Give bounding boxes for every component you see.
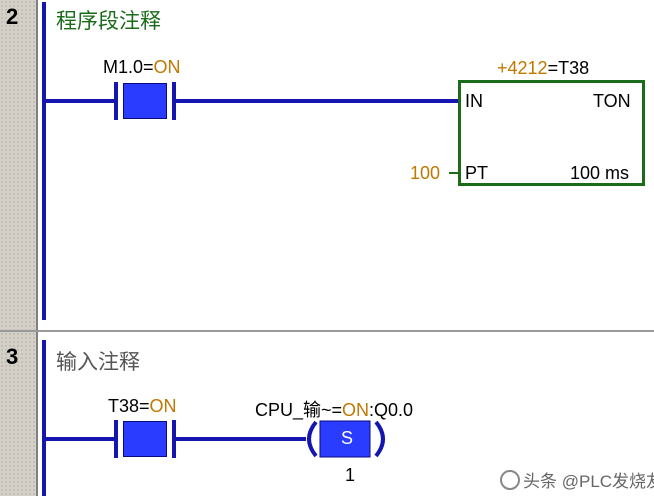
power-rail-3 [42,340,46,496]
coil-fill [319,420,371,458]
contact-m1-left-bar [114,82,118,120]
timer-pt-label: PT [465,163,489,183]
coil-address: :Q0.0 [369,400,414,420]
network-3-number[interactable]: 3 [6,344,19,369]
set-coil[interactable] [298,418,394,460]
timer-pt-wire [449,172,461,174]
timer-ton-box[interactable] [458,80,645,186]
timer-resolution: 100 ms [570,163,630,183]
wire-m1-to-timer [176,99,458,103]
contact-m1-state: ON [153,57,181,77]
timer-current-value: +4212 [497,58,548,78]
network-2-title[interactable]: 程序段注释 [56,10,161,33]
coil-right-paren [374,420,385,458]
contact-m1[interactable] [123,83,167,119]
wire-left-m1 [46,99,114,103]
contact-t38-right-bar [172,420,176,458]
timer-pt-value[interactable]: 100 [410,163,441,183]
coil-letter: S [341,428,354,448]
network-2-gutter [0,0,36,330]
coil-count[interactable]: 1 [345,465,356,485]
timer-in-label: IN [465,91,483,111]
contact-t38-left-bar [114,420,118,458]
coil-label: CPU_输~=ON:Q0.0 [255,396,413,422]
timer-type-label: TON [593,91,631,111]
watermark-icon [500,470,520,490]
wire-t38-to-coil [176,437,306,441]
network-2-number[interactable]: 2 [6,4,19,29]
gutter-separator-3 [36,332,38,496]
contact-m1-address: M1.0= [103,57,154,77]
watermark: 头条 @PLC发烧友 [500,467,654,492]
coil-left-paren [307,420,318,458]
contact-t38[interactable] [123,421,167,457]
contact-m1-right-bar [172,82,176,120]
coil-symbol: CPU_输~= [255,400,343,420]
gutter-separator [36,0,38,330]
timer-label: +4212=T38 [497,58,589,79]
network-3-title[interactable]: 输入注释 [56,351,140,374]
contact-m1-label: M1.0=ON [103,57,181,78]
contact-t38-label: T38=ON [108,396,177,417]
power-rail [42,2,46,320]
wire-left-t38 [46,437,114,441]
contact-t38-address: T38= [108,396,150,416]
watermark-text: 头条 @PLC发烧友 [523,472,654,491]
contact-t38-state: ON [149,396,177,416]
network-divider [0,330,654,332]
coil-state: ON [342,400,370,420]
timer-address: =T38 [547,58,590,78]
network-3-gutter [0,332,36,496]
